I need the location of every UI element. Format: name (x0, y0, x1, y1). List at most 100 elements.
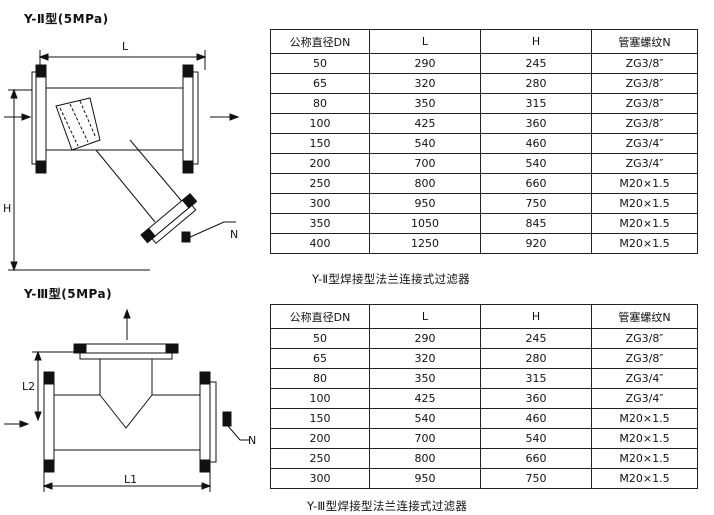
table-cell: 540 (480, 428, 592, 449)
y3-filter-drawing: L2 L1 N (4, 308, 256, 492)
table-cell: 350 (270, 213, 370, 234)
section2-label: Y-Ⅲ型(5MPa) (24, 287, 113, 301)
table-header-row: 公称直径DN L H 管塞螺纹N (270, 304, 698, 329)
table-cell: 400 (270, 233, 370, 254)
table-cell: 100 (270, 113, 370, 134)
table-cell: 660 (480, 448, 592, 469)
table-cell: 540 (369, 408, 481, 429)
table-cell: 800 (369, 448, 481, 469)
table-cell: ZG3/8″ (591, 73, 698, 94)
dim-l-label: L (122, 40, 129, 53)
table-cell: 280 (480, 348, 592, 369)
table-cell: ZG3/4″ (591, 368, 698, 389)
table-cell: 150 (270, 133, 370, 154)
table-cell: 320 (369, 348, 481, 369)
table-cell: M20×1.5 (591, 468, 698, 489)
table-header-row: 公称直径DN L H 管塞螺纹N (270, 29, 698, 54)
table-cell: 300 (270, 468, 370, 489)
table-cell: 280 (480, 73, 592, 94)
header-h: H (480, 304, 592, 329)
table-cell: ZG3/8″ (591, 328, 698, 349)
section2-caption: Y-Ⅲ型焊接型法兰连接式过滤器 (307, 499, 468, 513)
table-cell: ZG3/4″ (591, 388, 698, 409)
callout-n-label: N (230, 228, 238, 241)
table-cell: 250 (270, 173, 370, 194)
table-cell: 50 (270, 328, 370, 349)
table-cell: 540 (480, 153, 592, 174)
dim-h-label: H (3, 202, 11, 215)
table-cell: 460 (480, 408, 592, 429)
table-cell: 80 (270, 93, 370, 114)
table-cell: M20×1.5 (591, 233, 698, 254)
table-cell: 845 (480, 213, 592, 234)
table-cell: 920 (480, 233, 592, 254)
table-cell: 350 (369, 368, 481, 389)
header-thread: 管塞螺纹N (591, 304, 698, 329)
table-cell: 65 (270, 73, 370, 94)
table-cell: 200 (270, 153, 370, 174)
table-cell: 460 (480, 133, 592, 154)
table-cell: 540 (369, 133, 481, 154)
section1-label: Y-Ⅱ型(5MPa) (24, 12, 109, 26)
table-cell: 250 (270, 448, 370, 469)
dim-l2-label: L2 (22, 380, 35, 393)
table-cell: 750 (480, 468, 592, 489)
dim-l1-label: L1 (124, 473, 137, 486)
table-cell: 200 (270, 428, 370, 449)
table-cell: ZG3/4″ (591, 133, 698, 154)
header-thread: 管塞螺纹N (591, 29, 698, 54)
table-cell: 245 (480, 53, 592, 74)
table-cell: 660 (480, 173, 592, 194)
table-cell: 950 (369, 193, 481, 214)
table-cell: 50 (270, 53, 370, 74)
table-cell: 360 (480, 113, 592, 134)
table-cell: 750 (480, 193, 592, 214)
header-h: H (480, 29, 592, 54)
table-cell: 360 (480, 388, 592, 409)
table-cell: M20×1.5 (591, 213, 698, 234)
table-cell: 150 (270, 408, 370, 429)
table-cell: 100 (270, 388, 370, 409)
section1-caption: Y-Ⅱ型焊接型法兰连接式过滤器 (312, 272, 470, 286)
table-cell: 700 (369, 428, 481, 449)
header-l: L (369, 29, 481, 54)
table-cell: 1050 (369, 213, 481, 234)
table-cell: 80 (270, 368, 370, 389)
table-cell: 315 (480, 368, 592, 389)
table-cell: 245 (480, 328, 592, 349)
table-cell: 950 (369, 468, 481, 489)
table-cell: M20×1.5 (591, 448, 698, 469)
table-cell: 315 (480, 93, 592, 114)
table-cell: ZG3/8″ (591, 93, 698, 114)
table-cell: M20×1.5 (591, 428, 698, 449)
table-cell: ZG3/8″ (591, 53, 698, 74)
table-cell: 800 (369, 173, 481, 194)
table-cell: 425 (369, 388, 481, 409)
table-cell: 290 (369, 328, 481, 349)
header-dn: 公称直径DN (270, 304, 370, 329)
table-cell: M20×1.5 (591, 408, 698, 429)
header-l: L (369, 304, 481, 329)
